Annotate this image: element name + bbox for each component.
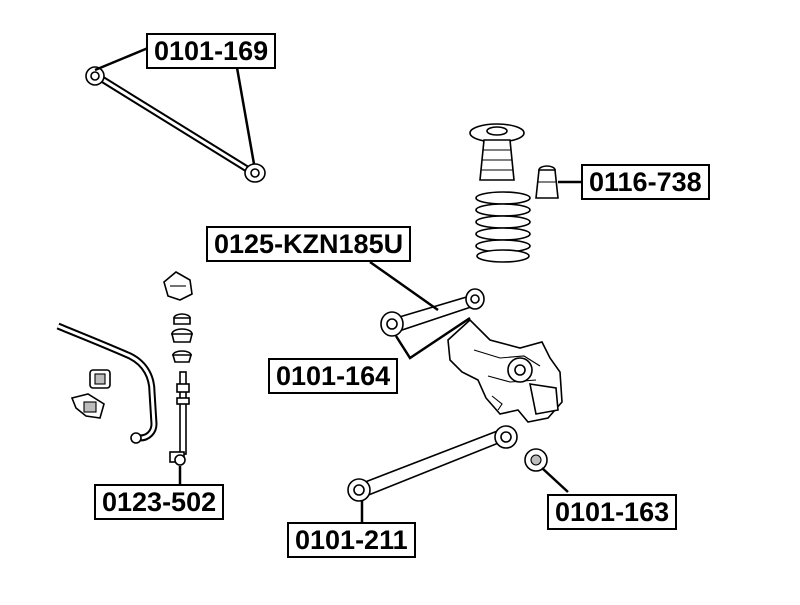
leader-0101-164 — [394, 316, 471, 360]
label-0101-163: 0101-163 — [547, 494, 678, 530]
lower-control-arm — [347, 425, 518, 502]
dust-boot — [469, 123, 525, 181]
label-0101-164: 0101-164 — [268, 358, 399, 394]
label-0125-KZN185U: 0125-KZN185U — [206, 226, 412, 262]
label-0123-502: 0123-502 — [94, 484, 225, 520]
label-0101-211: 0101-211 — [287, 522, 416, 558]
label-0101-169: 0101-169 — [146, 33, 277, 69]
upper-control-rod — [85, 66, 266, 183]
leader-0125-KZN185U — [369, 260, 439, 312]
label-0116-738: 0116-738 — [581, 164, 710, 200]
stabilizer-bar — [56, 322, 158, 444]
lower-arm-bushing-part — [524, 448, 548, 472]
knuckle-assembly — [447, 318, 563, 423]
coil-spring — [475, 191, 531, 263]
stabilizer-link-stack — [163, 271, 194, 466]
bump-stop-part — [535, 165, 559, 199]
leader-0101-163 — [541, 467, 569, 493]
upper-control-arm — [380, 288, 485, 337]
